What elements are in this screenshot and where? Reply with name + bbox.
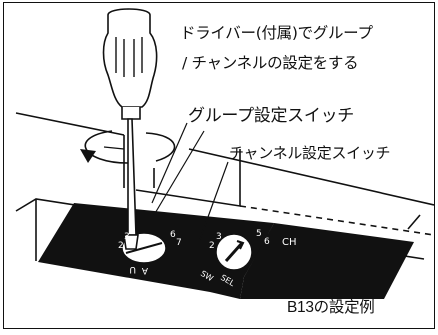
instruction-line-1: ドライバー(付属)でグループ: [180, 24, 373, 42]
ch-tag: CH: [282, 237, 297, 248]
group-letter-1: U: [129, 264, 136, 274]
channel-switch-label: チャンネル設定スイッチ: [229, 144, 391, 162]
group-left-digit-2: 2: [118, 241, 124, 251]
group-leader-2: [153, 130, 205, 216]
ch-right-digit-1: 5: [256, 229, 262, 239]
rotation-arrow-icon: [80, 130, 176, 164]
switch-panel-right: [240, 223, 414, 299]
group-leader: [151, 122, 188, 204]
channel-leader: [199, 161, 229, 240]
device-drawing: 3 2 5 6 CH SW SEL 3 2 6 7 U A: [15, 8, 434, 299]
instruction-line-2: / チャンネルの設定をする: [182, 54, 359, 72]
example-caption: B13の設定例: [287, 299, 375, 316]
ch-left-digit-1: 3: [216, 232, 222, 242]
group-right-digit-1: 6: [170, 230, 176, 240]
group-letter-2: A: [141, 265, 148, 275]
device-corner: [407, 214, 421, 230]
group-right-digit-2: 7: [176, 238, 182, 248]
group-left-digit-1: 3: [124, 232, 130, 242]
device-recess: [123, 135, 241, 207]
screwdriver-icon: [102, 8, 158, 250]
group-switch-label: グループ設定スイッチ: [188, 106, 354, 126]
channel-switch-icon: [215, 233, 253, 271]
device-top-edge-right: [188, 148, 434, 206]
ch-left-digit-2: 2: [209, 241, 215, 251]
leader-lines: [151, 122, 229, 240]
illustration-figure: 3 2 5 6 CH SW SEL 3 2 6 7 U A ドライバー(付属)で…: [3, 2, 435, 329]
ch-right-digit-2: 6: [264, 237, 270, 247]
